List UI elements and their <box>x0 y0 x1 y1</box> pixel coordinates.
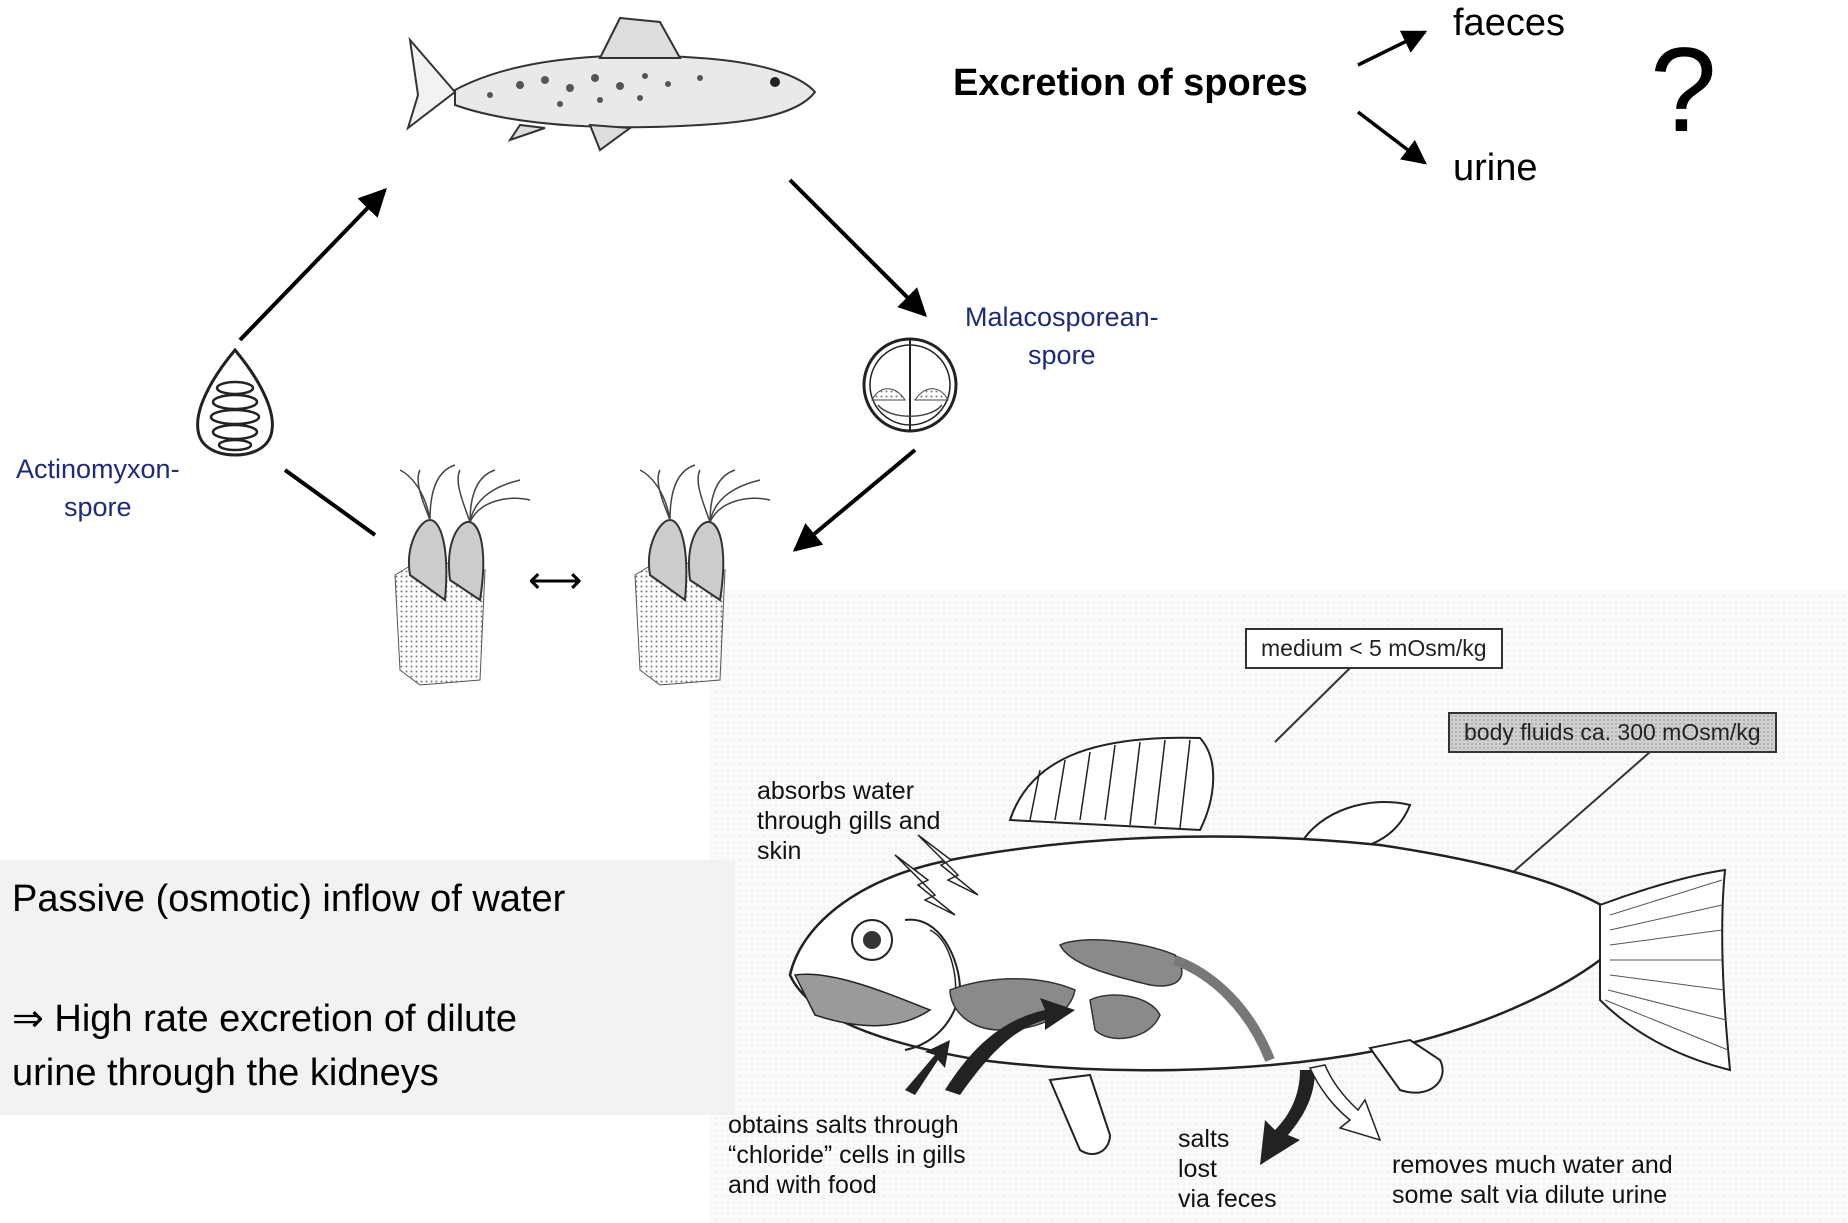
arrow-fish-to-malacosporean <box>790 180 925 315</box>
obtains-salts-label: obtains salts through “chloride” cells i… <box>728 1110 966 1200</box>
removes-line-1: removes much water and <box>1392 1150 1673 1180</box>
faeces-label: faeces <box>1453 2 1565 45</box>
medium-osmolality-box: medium < 5 mOsm/kg <box>1245 628 1503 669</box>
salts-lost-line-3: via feces <box>1178 1184 1277 1214</box>
trout-illustration <box>408 18 815 150</box>
malacosporean-label-line-1: Malacosporean- <box>965 298 1159 336</box>
actinomyxon-spore-label: Actinomyxon- spore <box>16 450 180 526</box>
arrow-actinomyxon-to-fish <box>240 190 385 340</box>
absorbs-water-label: absorbs water through gills and skin <box>757 776 940 866</box>
malacosporean-label-line-2: spore <box>965 336 1159 374</box>
absorbs-line-3: skin <box>757 836 940 866</box>
absorbs-line-1: absorbs water <box>757 776 940 806</box>
salts-lost-line-1: salts <box>1178 1124 1277 1154</box>
excretion-title: Excretion of spores <box>953 62 1308 105</box>
obtains-line-2: “chloride” cells in gills <box>728 1140 966 1170</box>
arrow-to-faeces <box>1358 32 1425 65</box>
body-fluids-osmolality-box: body fluids ca. 300 mOsm/kg <box>1448 712 1777 753</box>
line-bryozoan-to-actinomyxon <box>285 470 375 535</box>
malacosporean-spore-label: Malacosporean- spore <box>965 298 1159 374</box>
actinomyxon-label-line-1: Actinomyxon- <box>16 450 180 488</box>
salts-lost-label: salts lost via feces <box>1178 1124 1277 1214</box>
removes-line-2: some salt via dilute urine <box>1392 1180 1673 1210</box>
note-line-2: ⇒ High rate excretion of dilute <box>12 996 517 1041</box>
arrow-to-urine <box>1358 112 1425 163</box>
note-line-1: Passive (osmotic) inflow of water <box>12 878 565 921</box>
bryozoan-colony-left <box>395 465 530 685</box>
question-mark: ? <box>1650 20 1717 160</box>
obtains-line-3: and with food <box>728 1170 966 1200</box>
bryozoan-exchange-arrow: ⟷ <box>528 558 582 603</box>
salts-lost-line-2: lost <box>1178 1154 1277 1184</box>
urine-label: urine <box>1453 147 1538 190</box>
malacosporean-spore-illustration <box>864 339 956 431</box>
removes-water-label: removes much water and some salt via dil… <box>1392 1150 1673 1210</box>
actinomyxon-spore-illustration <box>198 350 273 455</box>
actinomyxon-label-line-2: spore <box>16 488 180 526</box>
arrow-malacosporean-to-bryozoan <box>795 450 915 550</box>
note-line-3: urine through the kidneys <box>12 1052 439 1095</box>
absorbs-line-2: through gills and <box>757 806 940 836</box>
obtains-line-1: obtains salts through <box>728 1110 966 1140</box>
